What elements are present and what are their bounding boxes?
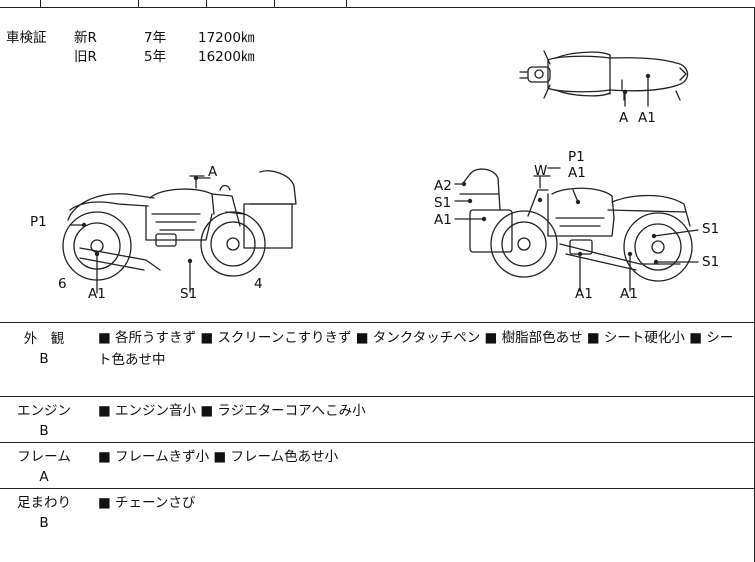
shaken-label: 車検証 [6,30,47,46]
category-name: 外 観 [23,331,65,347]
shaken-years: 7年 [144,30,167,46]
grade-value: B [39,515,49,531]
table-row: 足まわり B ■ チェーンさび [0,488,755,562]
grade-value: B [39,423,49,439]
damage-diagram: 車検証 新R 7年 17200㎞ 旧R 5年 16200㎞ [0,8,755,322]
damage-label: 6 [58,276,67,292]
shaken-rank: 新R [74,30,97,46]
shaken-info: 車検証 新R 7年 17200㎞ 旧R 5年 16200㎞ [6,29,254,67]
damage-label: A1 [568,165,586,181]
inspection-items: ■ チェーンさび [98,495,196,511]
header-cell [274,0,347,7]
damage-label: A2 [434,178,452,194]
category-name: エンジン [17,403,71,419]
shaken-distance: 16200㎞ [198,49,255,65]
header-strip [0,0,755,8]
category-cell: エンジン B [0,401,88,441]
damage-label: A1 [620,286,638,302]
header-cell [40,0,139,7]
grade-value: A [39,469,49,485]
shaken-rank: 旧R [74,49,97,65]
grade-value: B [39,351,49,367]
motorcycle-outlines [62,50,699,294]
damage-label: A [208,164,218,180]
damage-label: A1 [434,212,452,228]
damage-label: P1 [30,214,47,230]
header-cell [206,0,275,7]
damage-markers [81,73,659,265]
damage-label: A1 [88,286,106,302]
damage-label: A [619,110,629,126]
table-row: フレーム A ■ フレームきず小 ■ フレーム色あせ小 [0,442,755,489]
shaken-years: 5年 [144,49,167,65]
damage-label: S1 [180,286,198,302]
category-name: フレーム [17,449,71,465]
right-side-bike [454,167,699,292]
damage-label: S1 [702,254,720,270]
table-row: エンジン B ■ エンジン音小 ■ ラジエターコアへこみ小 [0,396,755,443]
top-view-bike [519,50,689,107]
shaken-distance: 17200㎞ [198,30,255,46]
category-name: 足まわり [17,495,71,511]
inspection-items: ■ 各所うすきず ■ スクリーンこすりきず ■ タンクタッチペン ■ 樹脂部色あ… [98,330,734,368]
category-cell: 足まわり B [0,493,88,533]
shaken-row: 車検証 新R 7年 17200㎞ [6,29,254,48]
inspection-items: ■ エンジン音小 ■ ラジエターコアへこみ小 [98,403,366,419]
damage-label: A1 [575,286,593,302]
table-row: 外 観 B ■ 各所うすきず ■ スクリーンこすりきず ■ タンクタッチペン ■… [0,322,755,397]
header-cell [138,0,207,7]
damage-label: S1 [702,221,720,237]
damage-label: 4 [254,276,263,292]
shaken-row: 旧R 5年 16200㎞ [6,48,254,67]
category-cell: フレーム A [0,447,88,487]
damage-label: P1 [568,149,585,165]
damage-label: W [534,163,548,179]
damage-label: A1 [638,110,656,126]
left-side-bike [62,170,297,294]
header-cell [0,0,41,7]
category-cell: 外 観 B [0,329,88,369]
inspection-items: ■ フレームきず小 ■ フレーム色あせ小 [98,449,339,465]
damage-label: S1 [434,195,452,211]
